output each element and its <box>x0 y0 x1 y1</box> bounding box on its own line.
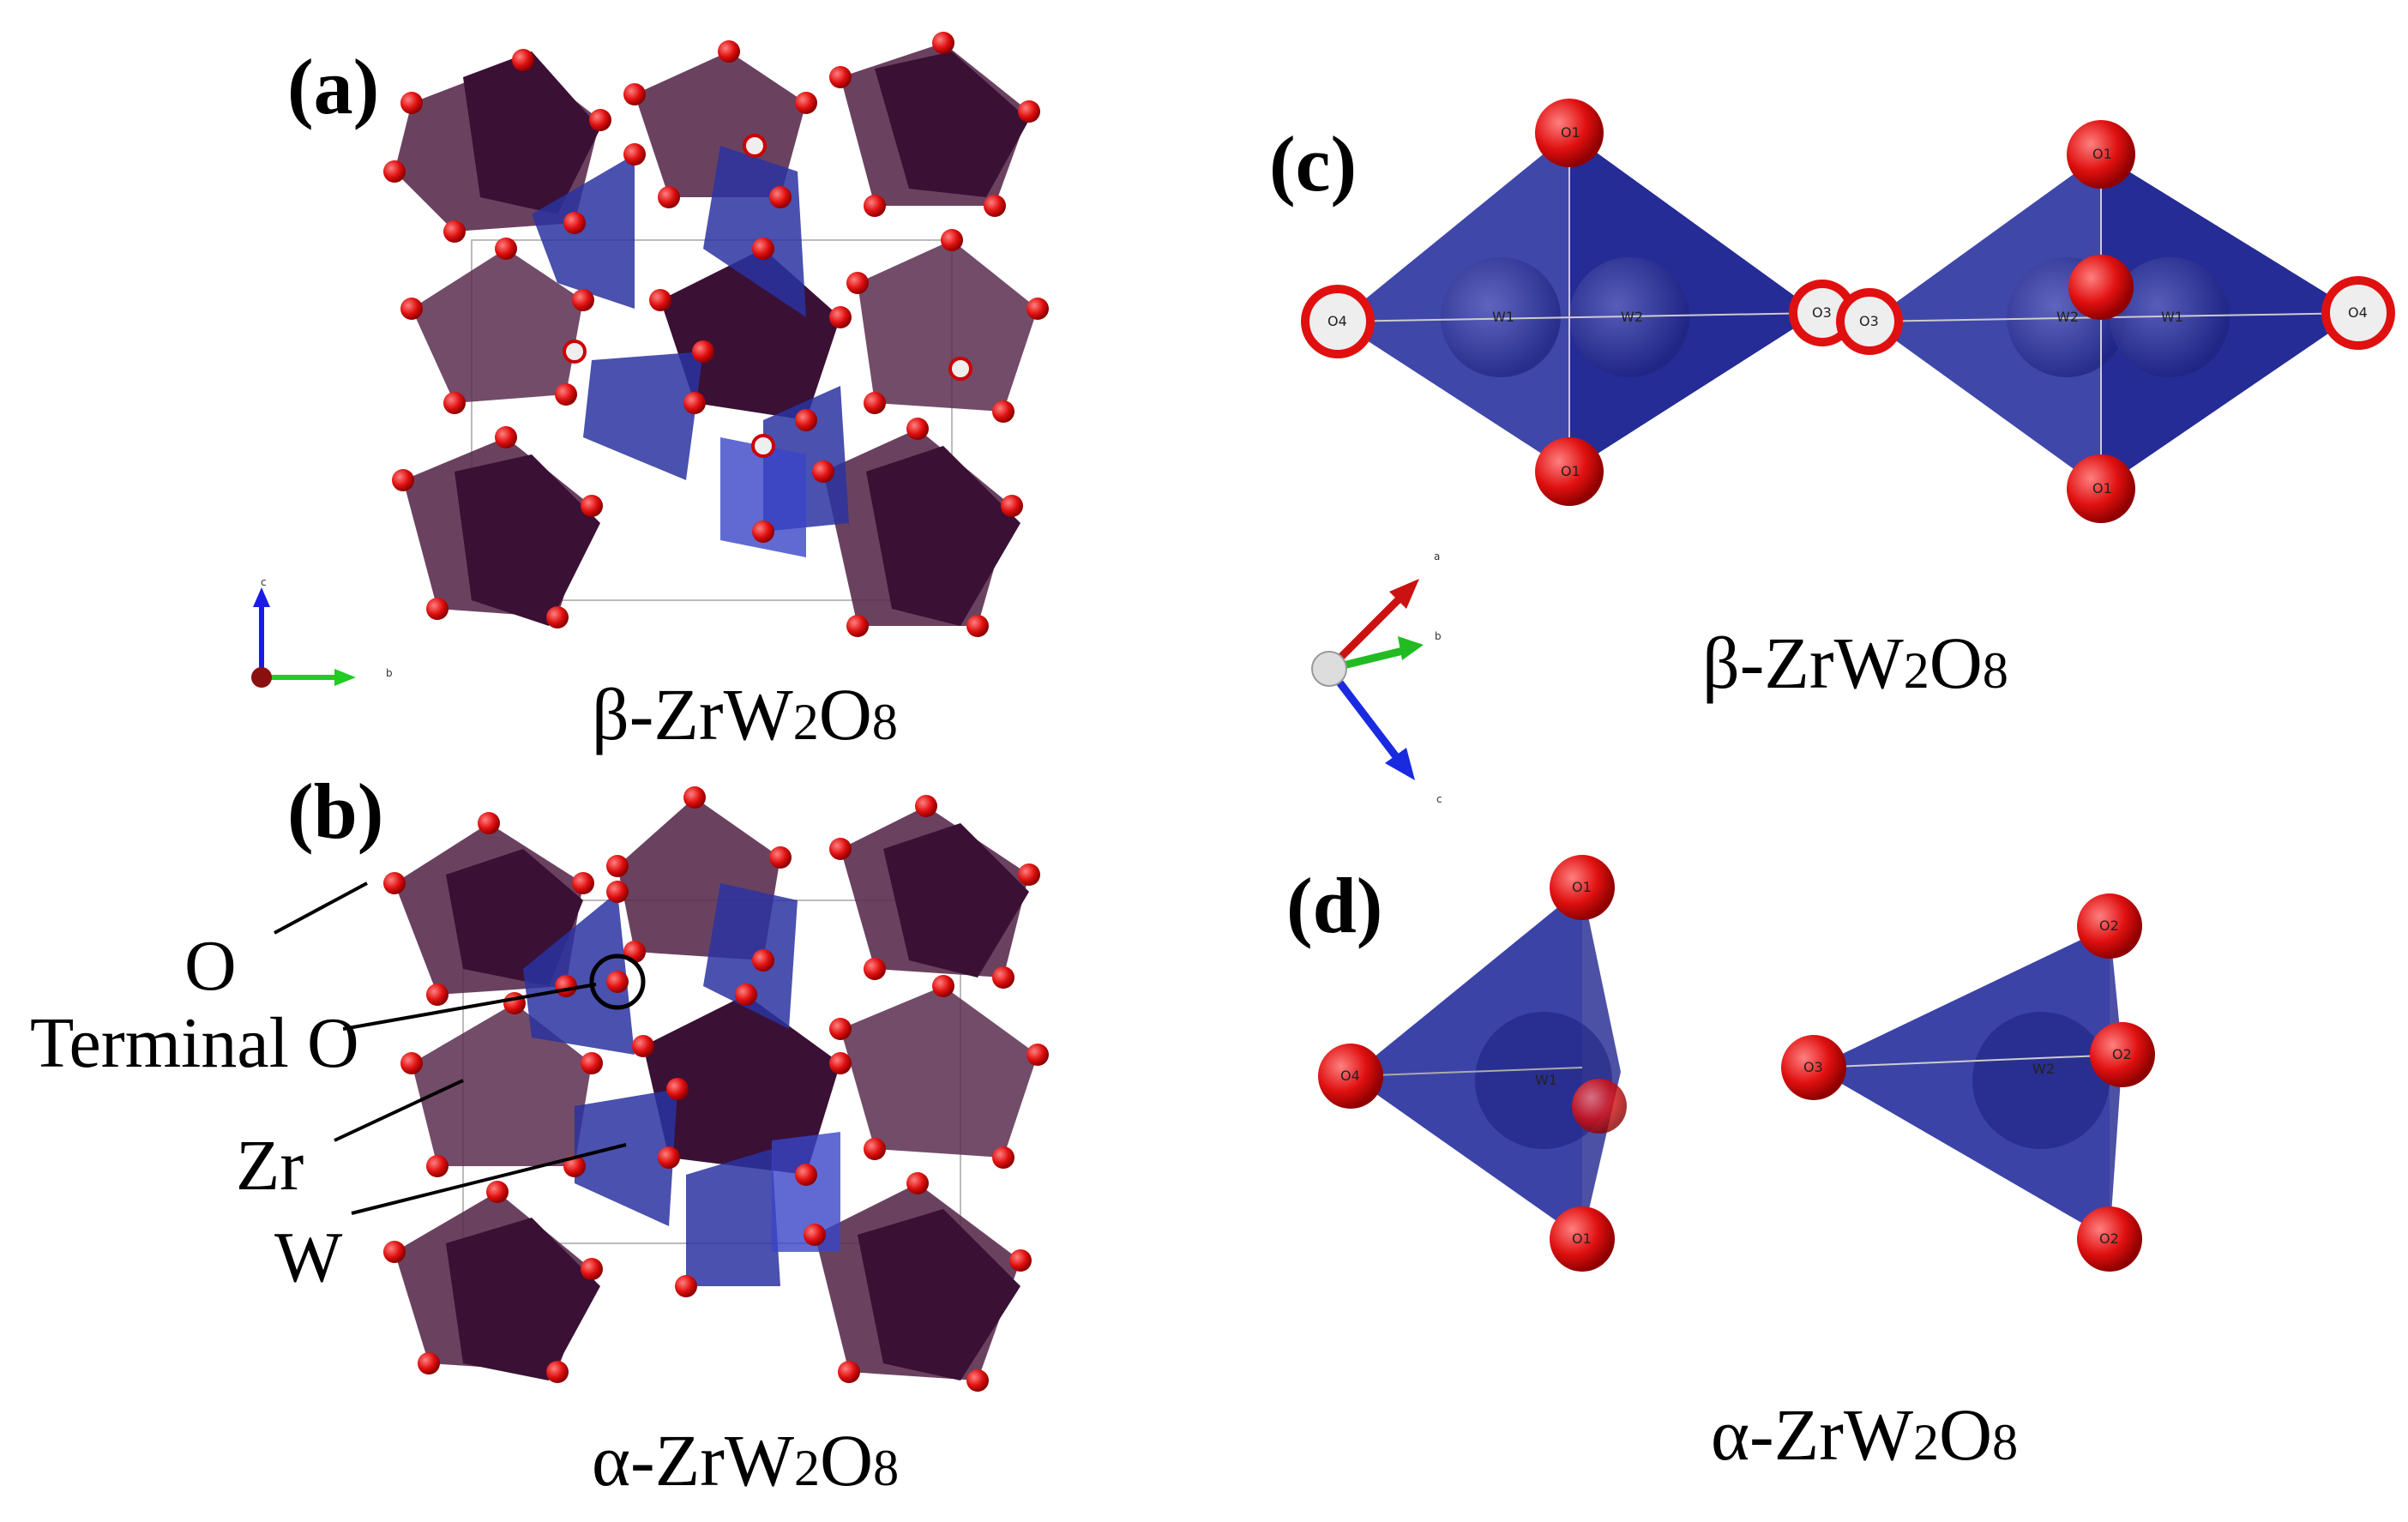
left-w-polyhedron <box>1337 133 1819 472</box>
panel-d-label: (d) <box>1286 862 1383 949</box>
panel-c-caption-pre: β-ZrW <box>1702 622 1904 704</box>
c-atom-labels: O1 O4 W1 W2 O3 O3 W2 W1 O1 O4 O1 O1 <box>1327 124 2368 496</box>
panel-a-caption-sub2: 8 <box>871 694 898 750</box>
label-terminal-o: Terminal O <box>30 1003 359 1083</box>
panel-b-caption-mid: O <box>820 1419 874 1501</box>
atom-label: O2 <box>2099 917 2119 934</box>
panel-a-caption-mid: O <box>818 673 872 755</box>
zr-octahedra <box>394 43 1038 626</box>
panel-a-caption: β-ZrW2O8 <box>592 677 898 751</box>
atom-label: W2 <box>2056 309 2079 325</box>
atom-label: O1 <box>1572 1230 1592 1247</box>
panel-a-axes <box>251 587 356 688</box>
panel-c-label: (c) <box>1269 120 1358 208</box>
right-w-polyhedron <box>1869 154 2359 489</box>
label-o: O <box>184 926 237 1006</box>
panel-d-caption-sub2: 8 <box>1992 1414 2019 1471</box>
d-oxygen-atoms <box>1318 855 2155 1272</box>
panel-b-caption: α-ZrW2O8 <box>592 1423 899 1497</box>
panel-c-structure: O1 O4 W1 W2 O3 O3 W2 W1 O1 O4 O1 O1 <box>1301 99 2395 523</box>
zr-octahedra <box>394 797 1038 1381</box>
oxygen-atoms <box>383 32 1049 637</box>
panel-b-caption-sub1: 2 <box>794 1440 821 1496</box>
panel-c-axes <box>1311 579 1424 780</box>
panel-c-axis-a-label: a <box>1434 550 1441 562</box>
label-zr: Zr <box>236 1126 304 1206</box>
panel-b-caption-pre: α-ZrW <box>592 1419 795 1501</box>
w-tetrahedra <box>523 883 840 1286</box>
atom-label: W1 <box>1492 309 1514 325</box>
white-oxygen-atoms <box>563 134 972 458</box>
panel-d-structure: O1 O4 W1 O1 O2 O3 W2 O2 O2 <box>1318 855 2155 1272</box>
panel-c-axis-c-label: c <box>1436 793 1442 805</box>
panel-d-caption: α-ZrW2O8 <box>1711 1398 2018 1471</box>
atom-label: O2 <box>2112 1046 2132 1062</box>
panel-b-caption-sub2: 8 <box>873 1440 900 1496</box>
c-oxygen-atoms <box>1301 99 2395 523</box>
atom-label: O3 <box>1812 304 1832 321</box>
panel-c-caption-sub1: 2 <box>1903 642 1929 699</box>
panel-c-caption-mid: O <box>1929 622 1983 704</box>
atom-label: O1 <box>1572 879 1592 895</box>
panel-a-structure <box>383 32 1049 637</box>
atom-label: O2 <box>2099 1230 2119 1247</box>
atom-label: W1 <box>2161 309 2183 325</box>
atom-label: O1 <box>1561 463 1580 479</box>
panel-a-axis-c-label: c <box>261 576 267 588</box>
atom-label: O4 <box>1327 313 1347 329</box>
oxygen-atoms <box>383 786 1049 1392</box>
panel-a-caption-pre: β-ZrW <box>592 673 793 755</box>
panel-b-structure <box>383 786 1049 1392</box>
panel-a-label: (a) <box>287 43 380 130</box>
terminal-o-atom <box>606 971 629 993</box>
panel-b-label: (b) <box>287 767 384 855</box>
atom-label: O4 <box>1340 1068 1360 1084</box>
atom-label: O4 <box>2348 304 2368 321</box>
atom-label: O1 <box>1561 124 1580 141</box>
atom-label: W1 <box>1535 1072 1557 1088</box>
atom-label: W2 <box>1621 309 1643 325</box>
terminal-o-highlight-circle <box>589 954 646 1010</box>
label-w: W <box>274 1218 343 1297</box>
panel-d-caption-pre: α-ZrW <box>1711 1393 1914 1476</box>
panel-c-caption-sub2: 8 <box>1982 642 2008 699</box>
panel-c-caption: β-ZrW2O8 <box>1702 626 2008 700</box>
atom-label: W2 <box>2032 1061 2055 1077</box>
right-tetrahedron <box>1813 926 2123 1239</box>
d-atom-labels: O1 O4 W1 O1 O2 O3 W2 O2 O2 <box>1340 879 2132 1247</box>
panel-a-axis-b-label: b <box>386 667 393 679</box>
left-tetrahedron <box>1350 887 1627 1239</box>
panel-d-caption-sub1: 2 <box>1913 1414 1940 1471</box>
atom-label: O1 <box>2092 480 2112 496</box>
panel-a-caption-sub1: 2 <box>792 694 819 750</box>
atom-label: O1 <box>2092 146 2112 162</box>
atom-label: O3 <box>1859 313 1879 329</box>
atom-label: O3 <box>1803 1059 1823 1075</box>
panel-c-axis-b-label: b <box>1435 630 1442 642</box>
panel-d-caption-mid: O <box>1939 1393 1993 1476</box>
